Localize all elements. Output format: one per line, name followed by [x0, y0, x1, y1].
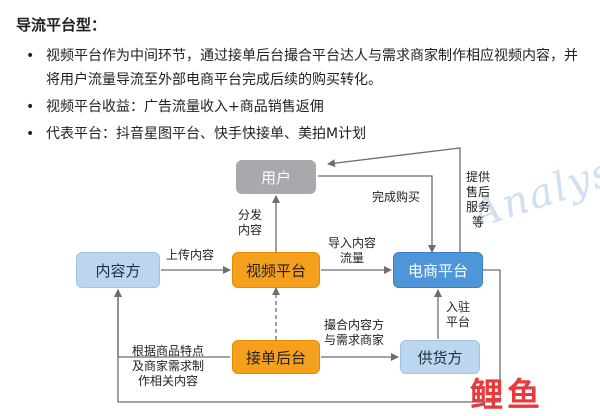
brand-logo: 鲤鱼: [470, 375, 544, 414]
label-produce: 根据商品特点及商家需求制作相关内容: [132, 344, 205, 388]
bullet-dot: •: [26, 126, 35, 142]
label-import: 导入内容流量: [328, 236, 377, 265]
bullet-item-2: • 视频平台收益：广告流量收入+商品销售返佣: [26, 95, 586, 119]
bullet-text: 视频平台作为中间环节，通过接单后台撮合平台达人与需求商家制作相应视频内容，并将用…: [46, 48, 578, 88]
bullet-item-3: • 代表平台：抖音星图平台、快手快接单、美拍M计划: [26, 122, 586, 146]
label-settle: 入驻平台: [446, 300, 471, 329]
label-purchase: 完成购买: [372, 190, 421, 204]
node-users: 用户: [236, 160, 316, 194]
node-order-backend: 接单后台: [232, 340, 320, 374]
node-supplier: 供货方: [400, 340, 480, 374]
bullet-item-1: • 视频平台作为中间环节，通过接单后台撮合平台达人与需求商家制作相应视频内容，并…: [26, 44, 586, 92]
bullet-text: 代表平台：抖音星图平台、快手快接单、美拍M计划: [46, 126, 367, 142]
bullet-dot: •: [26, 48, 35, 64]
label-aftersales: 提供售后服务等: [466, 170, 491, 229]
node-content-provider: 内容方: [76, 252, 160, 288]
node-ecommerce-platform: 电商平台: [393, 252, 483, 288]
bullet-list: • 视频平台作为中间环节，通过接单后台撮合平台达人与需求商家制作相应视频内容，并…: [26, 44, 586, 149]
node-video-platform: 视频平台: [232, 252, 320, 288]
bullet-dot: •: [26, 99, 35, 115]
arrow-ecom-to-content: [114, 269, 501, 403]
bullet-text: 视频平台收益：广告流量收入+商品销售返佣: [46, 99, 324, 115]
arrow-ecom-to-users: [327, 147, 461, 252]
label-match: 撮合内容方与需求商家: [324, 318, 385, 347]
arrow-users-to-ecom: [318, 175, 436, 253]
section-heading: 导流平台型：: [16, 16, 107, 34]
label-distribute: 分发内容: [238, 208, 263, 237]
label-upload: 上传内容: [166, 248, 215, 262]
